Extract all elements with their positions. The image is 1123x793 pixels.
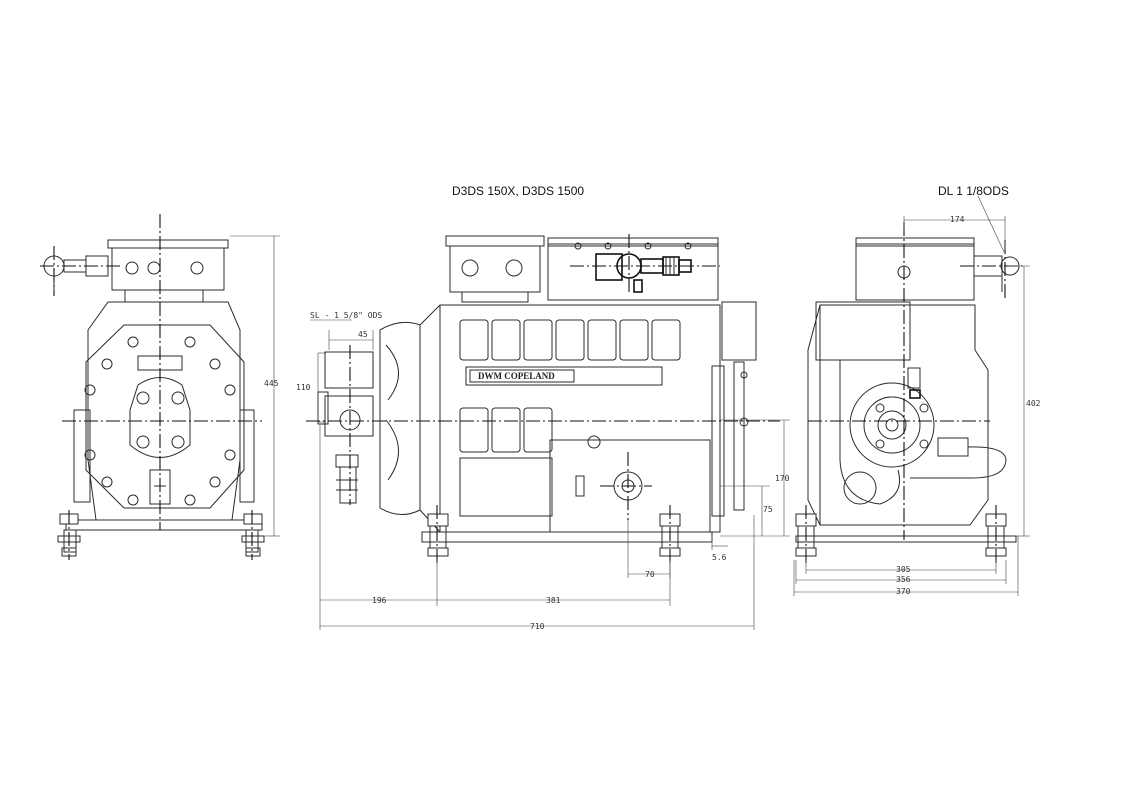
end-view-left [40, 214, 280, 560]
dim-370: 370 [896, 587, 911, 596]
model-title: D3DS 150X, D3DS 1500 [452, 184, 584, 198]
dim-305: 305 [896, 565, 911, 574]
dim-196: 196 [372, 596, 387, 605]
dim-710: 710 [530, 622, 545, 631]
dim-45: 45 [358, 330, 368, 339]
dim-110: 110 [296, 383, 311, 392]
dim-445: 445 [264, 379, 279, 388]
brand-plate-text: DWM COPELAND [478, 371, 555, 381]
side-view-middle [306, 234, 790, 630]
dim-170: 170 [775, 474, 790, 483]
dim-174: 174 [950, 215, 965, 224]
dim-356: 356 [896, 575, 911, 584]
end-view-right [793, 195, 1030, 596]
suction-line-label: SL - 1 5/8" ODS [310, 311, 382, 320]
dim-5-6: 5.6 [712, 553, 727, 562]
discharge-line-title: DL 1 1/8ODS [938, 184, 1009, 198]
dim-70: 70 [645, 570, 655, 579]
dim-75: 75 [763, 505, 773, 514]
dim-381: 381 [546, 596, 561, 605]
dim-402: 402 [1026, 399, 1041, 408]
